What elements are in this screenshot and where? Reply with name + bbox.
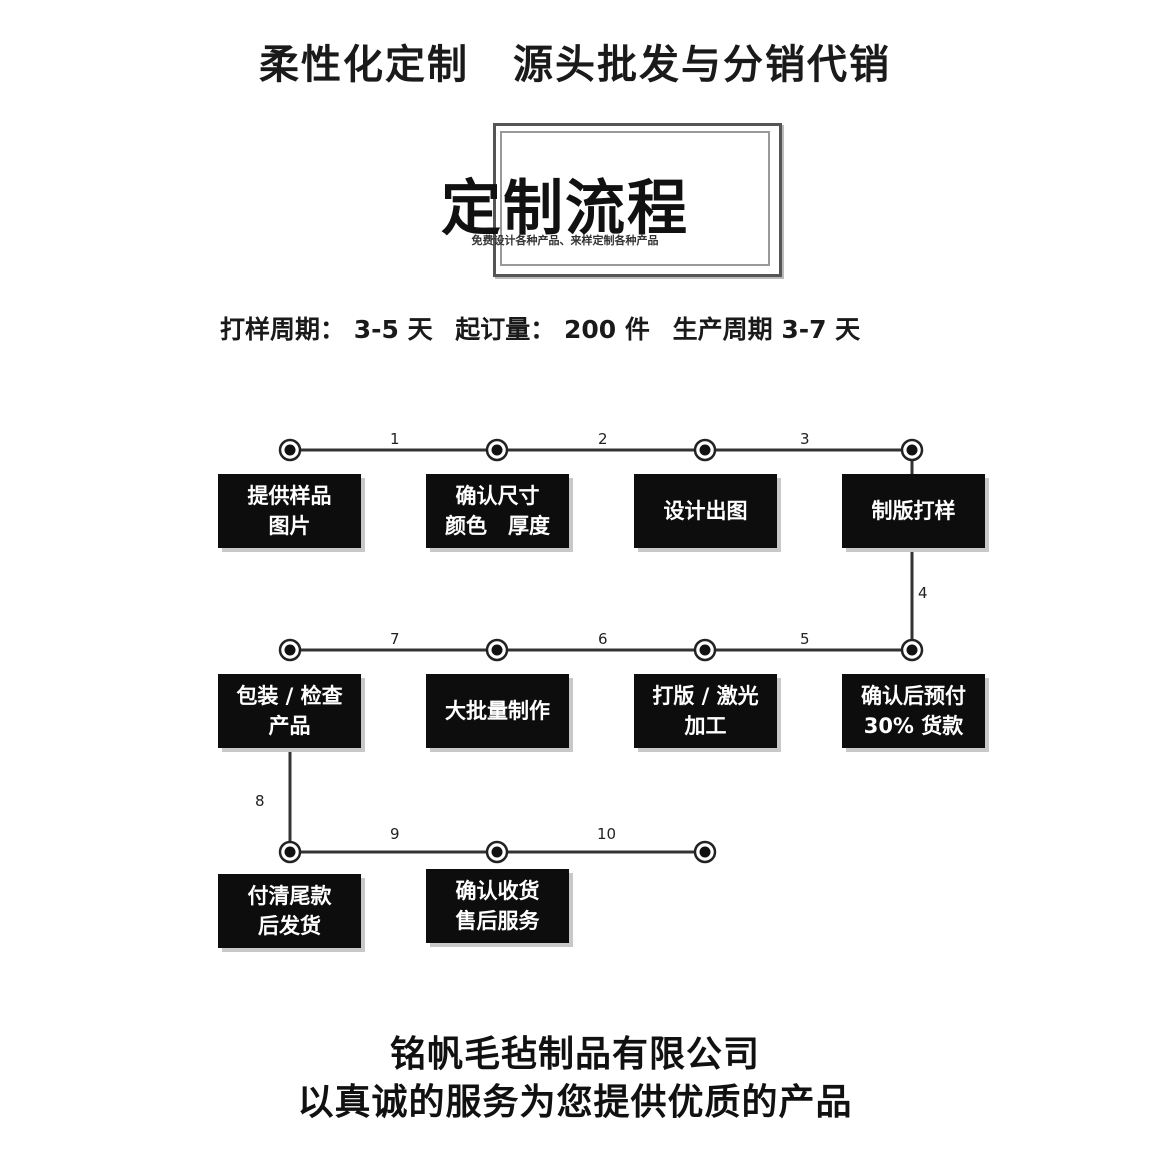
flow-subtitle: 免费设计各种产品、来样定制各种产品 [471,234,659,247]
headline-left: 柔性化定制 [259,42,470,88]
flow-node-dot-11 [699,846,711,858]
title-frame-inner [500,131,770,266]
flow-node-dot-1 [284,444,296,456]
step-3-line1: 设计出图 [663,499,748,523]
title-frame-outer [493,123,782,277]
connector-number-5: 5 [800,630,810,648]
step-5-line2: 30% 货款 [863,714,964,738]
step-prepay: 确认后预付 30% 货款 [842,674,985,748]
footer-slogan: 以真诚的服务为您提供优质的产品 [297,1082,853,1123]
info-line: 打样周期： 3-5 天 起订量： 200 件 生产周期 3-7 天 [220,310,940,346]
production-cycle: 生产周期 3-7 天 [672,315,861,344]
step-6-line1: 打版 / 激光 [652,684,759,708]
flow-node-dot-5 [906,644,918,656]
step-1-line1: 提供样品 [247,484,332,508]
step-design: 设计出图 [634,474,777,548]
connector-number-6: 6 [598,630,608,648]
step-pack-inspect: 包装 / 检查 产品 [218,674,361,748]
connector-number-3: 3 [800,430,810,448]
flow-node-dot-8 [284,644,296,656]
step-2-line1: 确认尺寸 [455,484,540,508]
step-mass-production: 大批量制作 [426,674,569,748]
connector-number-9: 9 [390,825,400,843]
step-after-sales: 确认收货 售后服务 [426,869,569,943]
step-1-line2: 图片 [268,514,311,538]
flow-node-dot-6 [699,644,711,656]
step-final-payment: 付清尾款 后发货 [218,874,361,948]
step-laser: 打版 / 激光 加工 [634,674,777,748]
flow-node-dot-10 [491,846,503,858]
flow-node-dot-3 [699,444,711,456]
connector-number-8: 8 [255,792,265,810]
headline: 柔性化定制 源头批发与分销代销 [0,32,1150,90]
step-6-line2: 加工 [684,714,727,738]
flow-node-dot-9 [284,846,296,858]
connector-number-7: 7 [390,630,400,648]
connector-number-2: 2 [598,430,608,448]
step-4-line1: 制版打样 [871,499,956,523]
step-8-line1: 包装 / 检查 [236,684,343,708]
footer-company: 铭帆毛毡制品有限公司 [389,1034,760,1075]
connector-number-4: 4 [918,584,928,602]
step-10-line1: 确认收货 [455,879,540,903]
step-9-line1: 付清尾款 [247,884,332,908]
flow-node-dot-7 [491,644,503,656]
step-provide-sample: 提供样品 图片 [218,474,361,548]
step-2-line2: 颜色 厚度 [445,514,550,538]
step-confirm-size: 确认尺寸 颜色 厚度 [426,474,569,548]
step-9-line2: 后发货 [258,914,321,938]
flow-node-dot-2 [491,444,503,456]
step-plate-sample: 制版打样 [842,474,985,548]
step-10-line2: 售后服务 [455,909,540,933]
sample-cycle: 打样周期： 3-5 天 [220,315,433,344]
headline-right: 源头批发与分销代销 [512,42,891,88]
step-7-line1: 大批量制作 [445,699,550,723]
connector-number-10: 10 [597,825,617,843]
flow-node-dot-4 [906,444,918,456]
moq: 起订量： 200 件 [455,315,650,344]
step-8-line2: 产品 [268,714,311,738]
step-5-line1: 确认后预付 [861,684,966,708]
connector-number-1: 1 [390,430,400,448]
flow-title: 定制流程 [441,174,689,244]
